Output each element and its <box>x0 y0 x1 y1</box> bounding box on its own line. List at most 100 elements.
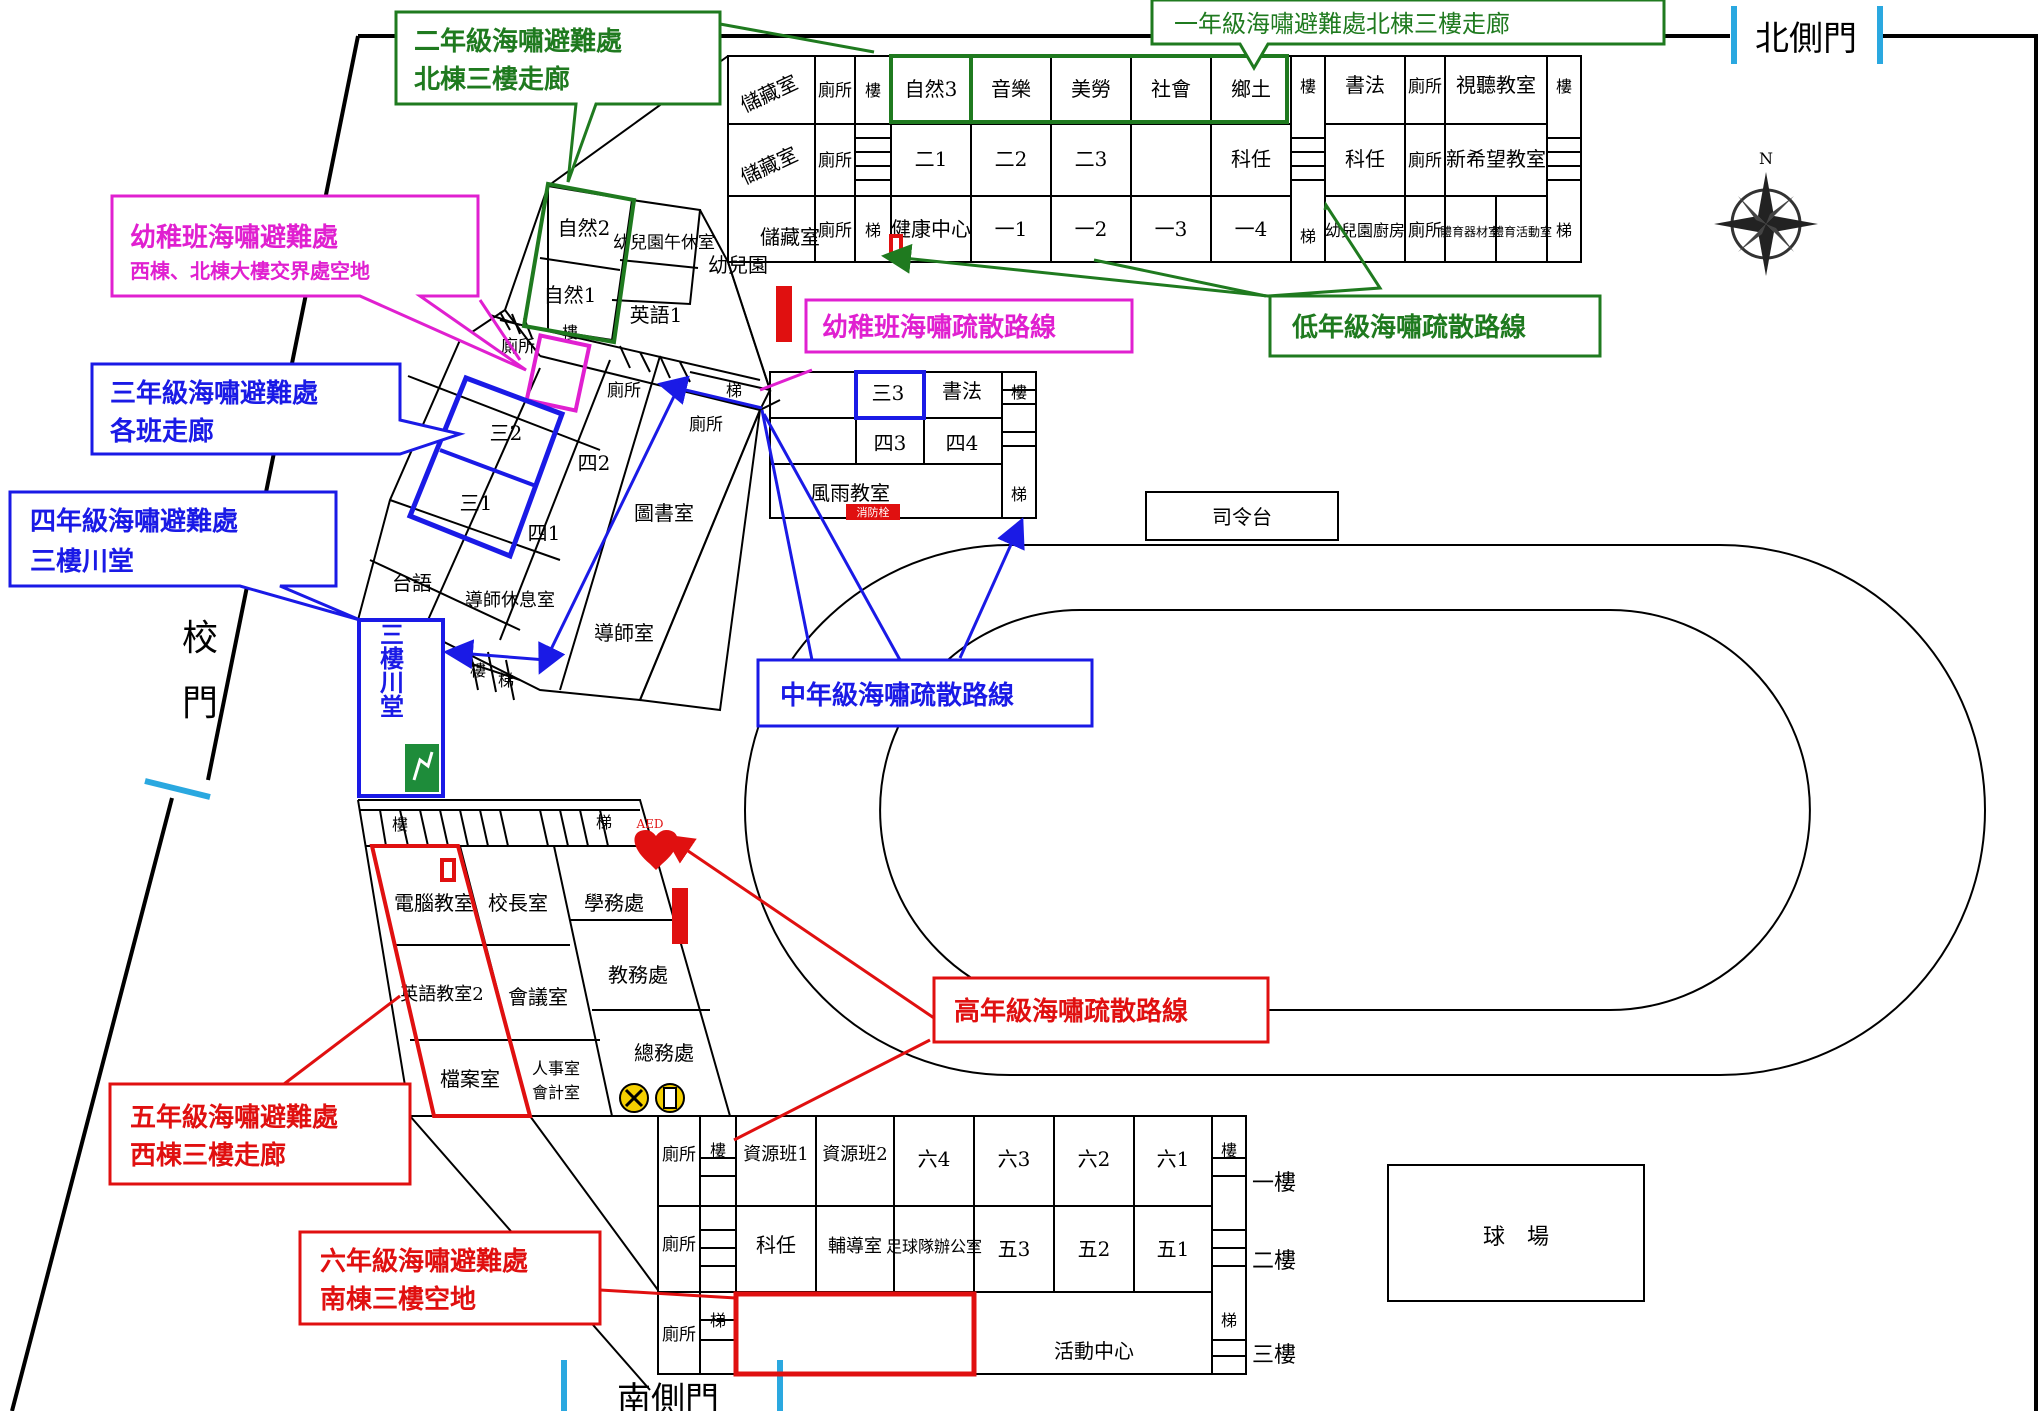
stairs-s2: 樓 <box>1221 1141 1237 1160</box>
room-kindergarten: 幼兒園 <box>708 253 768 277</box>
room-counseling: 輔導室 <box>828 1236 882 1257</box>
shelter-g3-3-highlight <box>854 370 926 420</box>
callout-mid-route: 中年級海嘯疏散路線 <box>756 658 1094 728</box>
floor-3-label: 三樓 <box>1252 1343 1296 1368</box>
room-6-4: 六4 <box>918 1147 951 1171</box>
room-english-2: 英語教室2 <box>400 984 483 1005</box>
shelter-g1-highlight <box>889 54 1289 124</box>
room-toilet-n1: 廁所 <box>818 80 852 101</box>
room-personnel: 人事室 <box>532 1059 580 1078</box>
callout-g2-line1: 二年級海嘯避難處 <box>414 26 622 57</box>
callout-kinder-shelter: 幼稚班海嘯避難處 西棟、北棟大樓交界處空地 <box>110 194 527 372</box>
callout-g2: 二年級海嘯避難處 北棟三樓走廊 <box>394 10 875 183</box>
phone-icon <box>655 1083 685 1113</box>
room-3-1: 三1 <box>460 491 493 515</box>
room-toilet-s3: 廁所 <box>662 1324 696 1345</box>
room-music: 音樂 <box>991 77 1031 101</box>
room-social: 社會 <box>1151 77 1191 101</box>
room-2-1: 二1 <box>915 147 948 171</box>
floor-1-label: 一樓 <box>1252 1171 1296 1196</box>
room-3-3: 三3 <box>872 381 905 405</box>
room-resource-2: 資源班2 <box>822 1144 887 1165</box>
ball-court: 球 場 <box>1387 1164 1645 1302</box>
room-toilet-n3: 廁所 <box>818 150 852 171</box>
callout-high-route-text: 高年級海嘯疏散路線 <box>954 996 1188 1027</box>
room-art: 美勞 <box>1071 77 1111 101</box>
aed-icon: AED <box>634 817 678 870</box>
callout-kinder-route: 幼稚班海嘯疏散路線 <box>804 298 1134 354</box>
hydrant-icon-3 <box>672 888 688 944</box>
running-track <box>744 544 1986 1076</box>
stairs-sw1: 樓 <box>392 815 408 834</box>
evacuation-routes <box>443 201 1383 1142</box>
room-english-1: 英語1 <box>630 303 683 327</box>
school-gate-label-1: 校 <box>182 618 218 659</box>
room-toilet-w1: 廁所 <box>501 336 535 357</box>
room-1-2: 一2 <box>1075 217 1108 241</box>
south-building <box>657 1115 1247 1375</box>
room-1-1: 一1 <box>995 217 1028 241</box>
north-gate: 北側門 <box>1731 6 1883 64</box>
stairs-n3: 樓 <box>1556 77 1572 96</box>
room-1-3: 一3 <box>1155 217 1188 241</box>
room-4-2: 四2 <box>578 451 611 475</box>
exit-sign-icon <box>405 744 439 792</box>
callout-g5-line2: 西棟三樓走廊 <box>130 1140 286 1171</box>
room-football-office: 足球隊辦公室 <box>886 1237 982 1256</box>
room-resource-1: 資源班1 <box>743 1144 808 1165</box>
tools-icon <box>619 1083 649 1113</box>
callout-g5-line1: 五年級海嘯避難處 <box>130 1102 338 1133</box>
room-subject-s: 科任 <box>756 1233 796 1257</box>
callout-g1: 一年級海嘯避難處北棟三樓走廊 <box>1150 0 1666 71</box>
stairs-s4: 梯 <box>1221 1311 1237 1330</box>
compass-icon: N <box>1714 149 1818 276</box>
callout-g4-line1: 四年級海嘯避難處 <box>30 506 238 537</box>
room-kinder-nap: 幼兒園午休室 <box>613 233 715 253</box>
stairs-m2: 梯 <box>1011 485 1027 504</box>
stairs-n4: 梯 <box>865 221 881 240</box>
shelter-g6-highlight <box>733 1291 977 1377</box>
room-4-1: 四1 <box>528 521 561 545</box>
room-6-2: 六2 <box>1078 1147 1111 1171</box>
room-academic-affairs: 教務處 <box>608 963 668 987</box>
room-5-2: 五2 <box>1078 1237 1111 1261</box>
room-archives: 檔案室 <box>440 1067 500 1091</box>
callout-kinder-route-text: 幼稚班海嘯疏散路線 <box>822 312 1056 343</box>
room-toilet-n2: 廁所 <box>1408 76 1442 97</box>
room-meeting: 會議室 <box>508 985 568 1009</box>
room-toilet-n4: 廁所 <box>1408 150 1442 171</box>
room-1-4: 一4 <box>1235 217 1268 241</box>
aed-label: AED <box>635 817 663 831</box>
room-subject-n2: 科任 <box>1345 147 1385 171</box>
floor-labels: 一樓 二樓 三樓 <box>1252 1171 1296 1368</box>
callout-g4-line2: 三樓川堂 <box>30 546 134 577</box>
room-accounting: 會計室 <box>532 1083 580 1102</box>
room-toilet-w3: 廁所 <box>689 414 723 435</box>
shelter-g2-highlight <box>521 181 637 345</box>
room-science-3: 自然3 <box>905 77 958 101</box>
room-calligraphy-m: 書法 <box>942 379 982 403</box>
callout-g5: 五年級海嘯避難處 西棟三樓走廊 <box>108 994 412 1186</box>
stairs-s1: 樓 <box>710 1141 726 1160</box>
room-2-3: 二3 <box>1075 147 1108 171</box>
callout-mid-route-text: 中年級海嘯疏散路線 <box>780 680 1014 711</box>
compass-north-label: N <box>1759 149 1773 168</box>
callout-g3: 三年級海嘯避難處 各班走廊 <box>90 362 466 456</box>
ball-court-label: 球 場 <box>1483 1225 1549 1250</box>
callout-g6-line1: 六年級海嘯避難處 <box>320 1246 528 1277</box>
room-subject-n1: 科任 <box>1231 147 1271 171</box>
room-calligraphy-n: 書法 <box>1345 73 1385 97</box>
room-toilet-s2: 廁所 <box>662 1234 696 1255</box>
callout-low-route-text: 低年級海嘯疏散路線 <box>1291 312 1526 343</box>
room-activity-center: 活動中心 <box>1054 1339 1134 1363</box>
stairs-w2: 梯 <box>726 381 742 400</box>
room-toilet-n5: 廁所 <box>818 220 852 241</box>
hall-3f-vertical: 三樓川堂 <box>357 618 445 798</box>
room-computer: 電腦教室 <box>394 891 474 915</box>
podium-label: 司令台 <box>1212 505 1272 529</box>
room-new-hope: 新希望教室 <box>1446 147 1546 171</box>
stairs-sw2: 梯 <box>596 813 612 832</box>
callout-g3-line1: 三年級海嘯避難處 <box>110 378 318 409</box>
podium: 司令台 <box>1145 491 1339 541</box>
